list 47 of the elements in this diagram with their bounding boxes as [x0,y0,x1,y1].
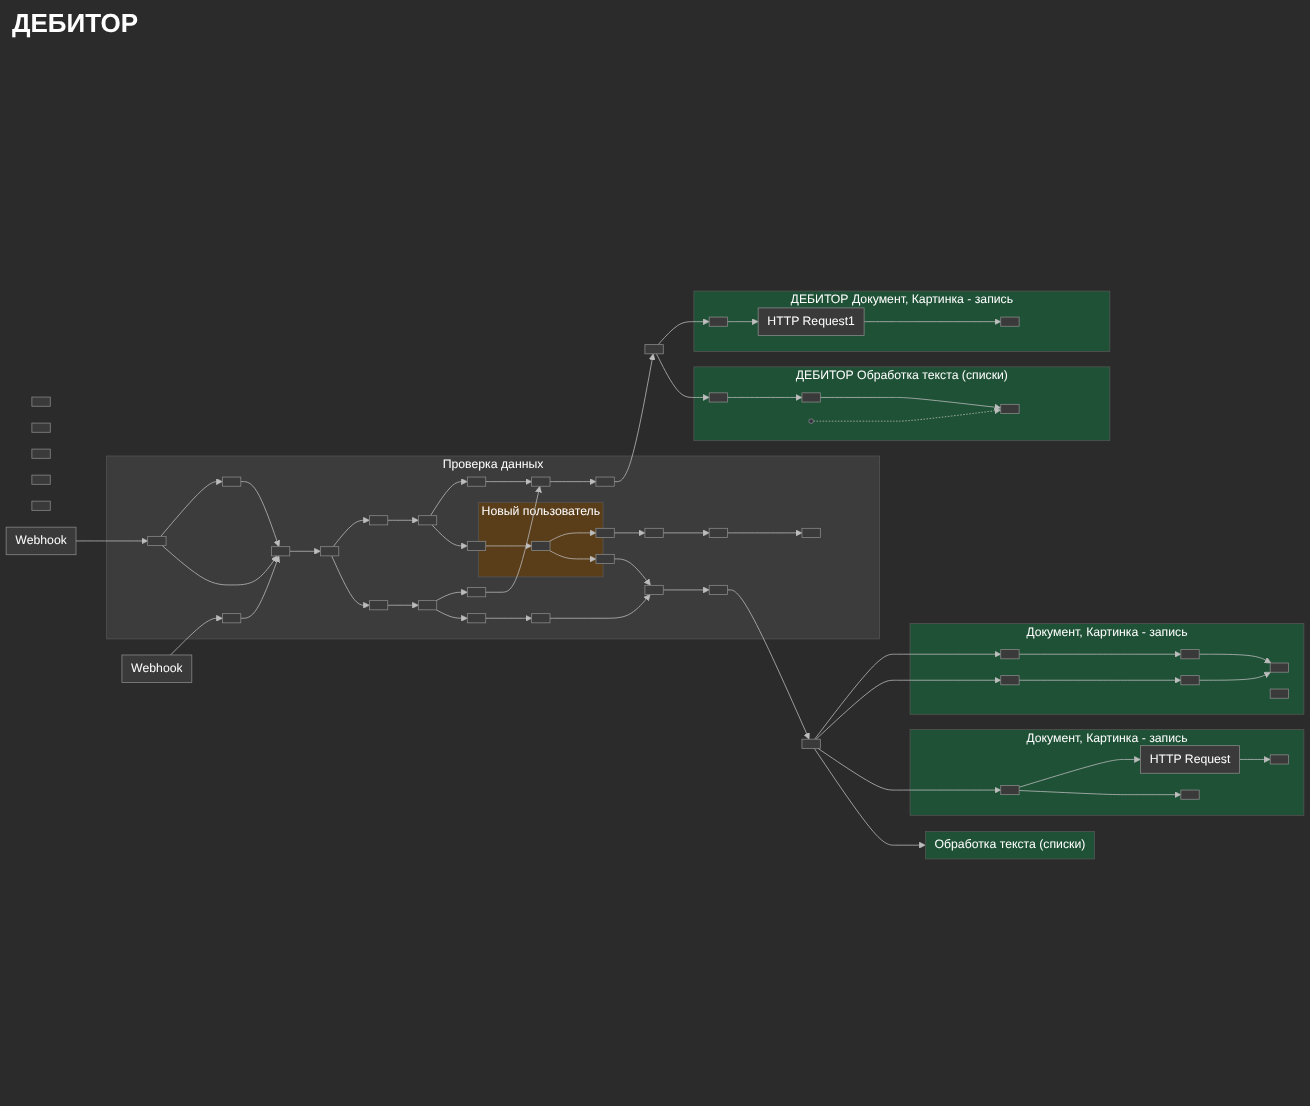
node-box [708,392,728,403]
node-box [320,546,340,557]
node-box [31,448,51,459]
node-box [595,553,615,564]
node-box [466,613,487,624]
node-box [1180,649,1200,660]
node-circle [808,418,814,424]
node-box [644,584,664,595]
node-box [708,584,728,595]
node-box [1269,662,1289,673]
node-box [271,546,291,557]
node-box [1269,754,1289,765]
node-box [1269,688,1289,699]
node-box [369,515,389,526]
node-box [595,476,615,487]
node-box [531,613,551,624]
node-box [1000,649,1020,660]
node-box [466,540,487,551]
node-box [417,600,438,611]
node-box [1000,785,1020,796]
node-box [466,587,487,598]
node-box [147,535,167,546]
node-box [801,392,821,403]
node-box [1180,675,1200,686]
node-box [644,344,664,355]
node-box [31,422,51,433]
node-box [644,527,664,538]
node-box [801,738,821,749]
node-box [801,527,821,538]
node-box [1000,675,1020,686]
node-box [708,316,728,327]
node-box [1000,316,1020,327]
node-box [531,476,551,487]
node-box [466,476,487,487]
node-box [1180,789,1200,800]
node-box [708,527,728,538]
node-box [31,500,51,511]
node-box [1000,403,1020,414]
node-box [222,476,242,487]
node-box [595,527,615,538]
node-box [31,396,51,407]
node-box [222,613,242,624]
node-box [417,515,438,526]
node-box [531,540,551,551]
node-box [369,600,389,611]
note-heading: ДЕБИТОР [12,8,139,38]
node-box [31,474,51,485]
